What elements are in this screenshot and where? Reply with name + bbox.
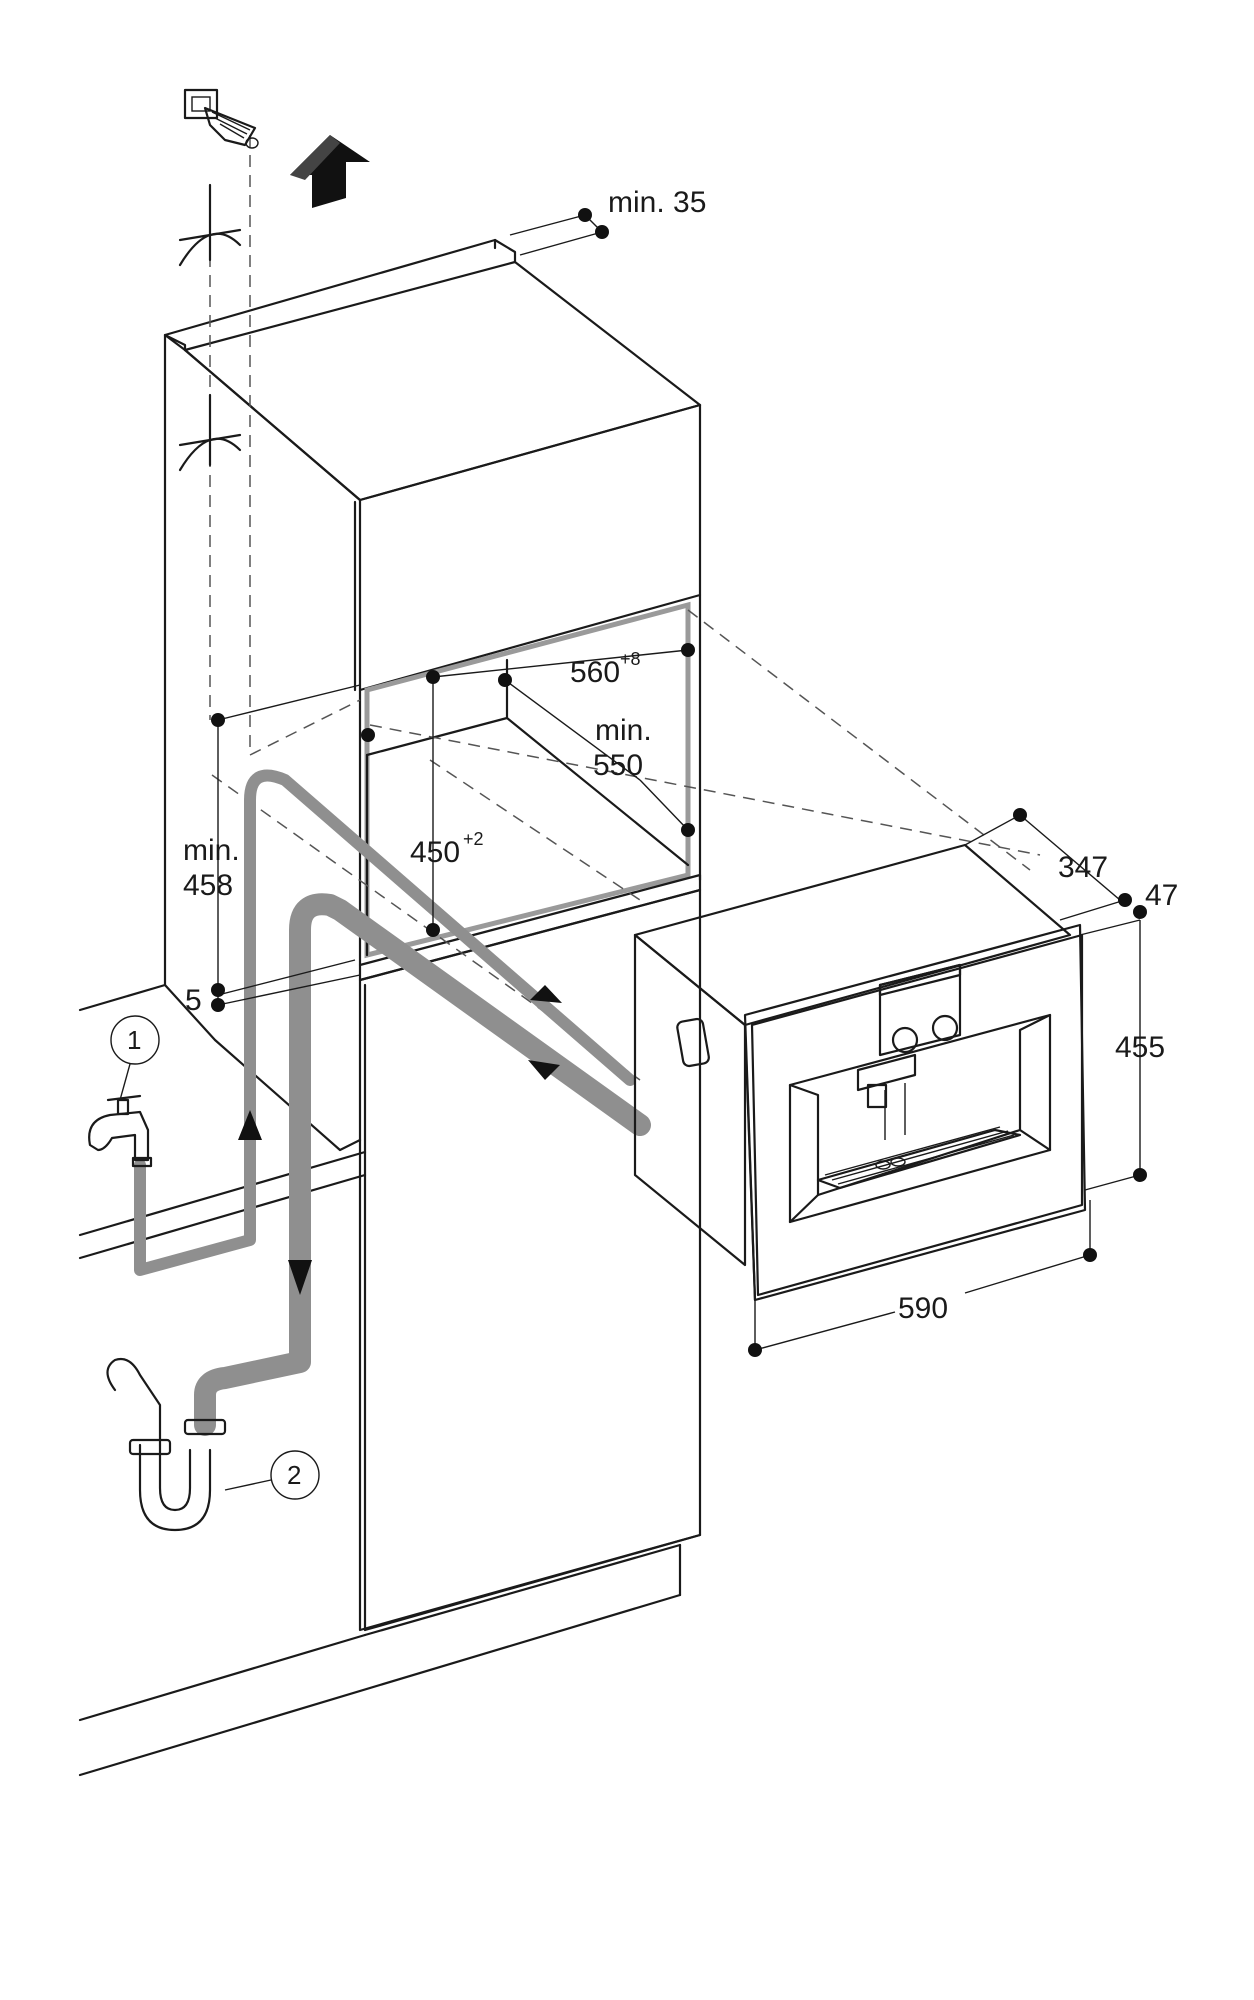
label-bottom-offset: 5	[185, 984, 202, 1017]
label-niche-height: 450	[410, 836, 460, 869]
callout-water-tap-number: 1	[127, 1025, 141, 1055]
vent-up-arrow-icon	[290, 135, 370, 208]
label-niche-width-tol: +8	[620, 649, 641, 669]
tall-cabinet	[163, 238, 702, 1632]
flow-arrow-in	[530, 985, 562, 1003]
dimension-dots	[211, 208, 1147, 1357]
network-socket-icon	[183, 88, 259, 149]
drain-hose	[194, 893, 651, 1436]
water-tap-icon	[88, 1094, 153, 1168]
label-supply-height-line1: min.	[183, 834, 240, 867]
label-niche-height-tol: +2	[463, 829, 484, 849]
label-front-thickness: 47	[1145, 879, 1178, 912]
dimension-lines	[217, 214, 1141, 1351]
callout-water-tap: 1	[110, 1015, 160, 1101]
flow-arrow-down	[288, 1260, 312, 1295]
flow-arrow-up	[238, 1110, 262, 1140]
label-top-clearance: min. 35	[608, 186, 706, 219]
label-appliance-height: 455	[1115, 1031, 1165, 1064]
floor-lines	[78, 983, 682, 1777]
water-supply-hose	[134, 769, 636, 1276]
dashed-guides	[209, 135, 1041, 1081]
coffee-machine	[633, 843, 1087, 1302]
label-appliance-depth: 347	[1058, 851, 1108, 884]
label-niche-depth-line2: 550	[593, 749, 643, 782]
dimension-labels: min. 35 560 +8 min. 550 450 +2 min. 458 …	[183, 186, 1178, 1325]
label-supply-height-line2: 458	[183, 869, 233, 902]
callout-drain-siphon-number: 2	[287, 1460, 301, 1490]
drain-siphon-icon	[106, 1357, 227, 1532]
callout-drain-siphon: 2	[224, 1450, 320, 1500]
label-niche-width: 560	[570, 656, 620, 689]
hoses	[134, 769, 651, 1436]
wall-duct-arcs	[178, 183, 242, 472]
label-appliance-width: 590	[898, 1292, 948, 1325]
flow-arrow-out	[528, 1060, 560, 1080]
label-niche-depth-line1: min.	[595, 714, 652, 747]
